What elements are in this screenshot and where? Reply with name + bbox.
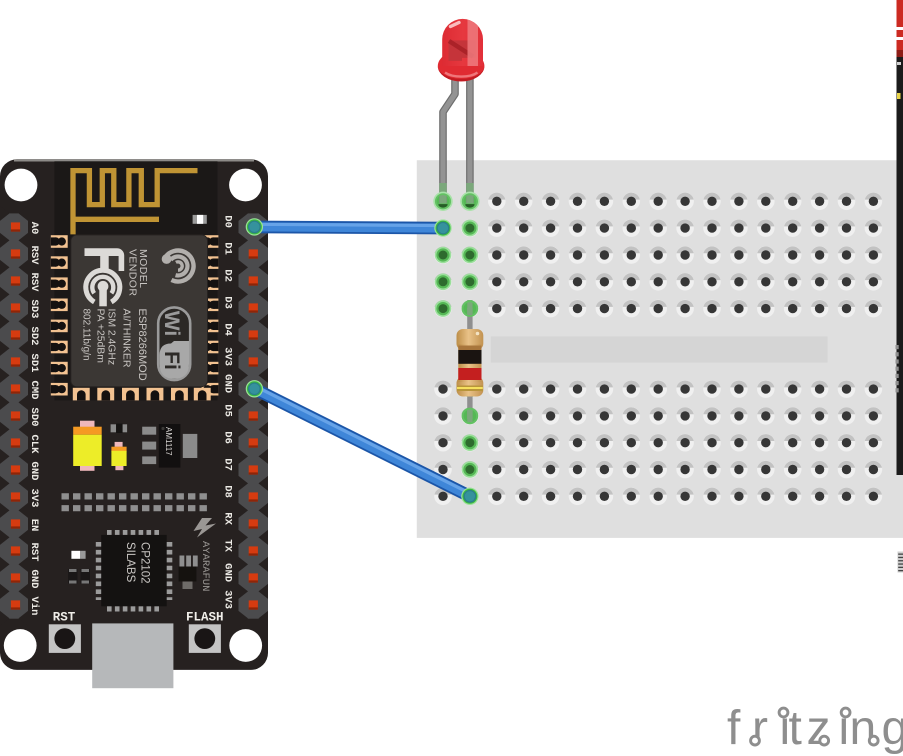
- svg-text:SD3: SD3: [28, 300, 40, 319]
- svg-text:MODEL: MODEL: [137, 249, 149, 288]
- svg-text:3V3: 3V3: [28, 489, 40, 508]
- svg-text:ESP8266MOD: ESP8266MOD: [136, 309, 148, 381]
- svg-text:AYARAFUN: AYARAFUN: [199, 541, 211, 591]
- svg-text:D6: D6: [221, 431, 233, 444]
- svg-text:D2: D2: [221, 269, 233, 282]
- svg-text:D5: D5: [221, 404, 233, 417]
- svg-text:RSV: RSV: [28, 273, 40, 293]
- svg-text:D4: D4: [221, 323, 233, 336]
- svg-text:3V3: 3V3: [221, 590, 233, 609]
- svg-text:RX: RX: [221, 512, 233, 525]
- svg-text:SD2: SD2: [28, 327, 40, 346]
- svg-text:FLASH: FLASH: [186, 611, 224, 625]
- svg-text:CMD: CMD: [28, 381, 40, 400]
- svg-text:3V3: 3V3: [221, 347, 233, 366]
- svg-text:GND: GND: [221, 374, 233, 393]
- svg-text:Fi: Fi: [160, 351, 183, 370]
- svg-text:TX: TX: [221, 539, 233, 552]
- svg-text:D8: D8: [221, 485, 233, 498]
- svg-text:CP2102: CP2102: [139, 542, 151, 584]
- svg-text:AI/THINKER: AI/THINKER: [121, 309, 133, 368]
- svg-text:GND: GND: [28, 570, 40, 589]
- svg-text:D0: D0: [221, 215, 233, 228]
- svg-text:PA +25dBm: PA +25dBm: [95, 309, 106, 363]
- svg-text:RST: RST: [28, 543, 40, 562]
- svg-text:SILABS: SILABS: [124, 542, 136, 583]
- svg-text:D1: D1: [221, 242, 233, 255]
- svg-text:RST: RST: [53, 611, 76, 625]
- svg-text:RSV: RSV: [28, 246, 40, 266]
- svg-text:D3: D3: [221, 296, 233, 309]
- svg-text:VENDOR: VENDOR: [127, 249, 139, 296]
- svg-text:D7: D7: [221, 458, 233, 471]
- svg-text:GND: GND: [28, 462, 40, 481]
- svg-text:EN: EN: [28, 519, 40, 532]
- svg-text:Wi: Wi: [160, 311, 183, 336]
- svg-text:ISM 2.4GHz: ISM 2.4GHz: [106, 309, 117, 366]
- svg-text:GND: GND: [221, 563, 233, 582]
- svg-text:SD1: SD1: [28, 354, 40, 373]
- svg-text:CLK: CLK: [28, 435, 40, 455]
- svg-text:AM1117: AM1117: [164, 427, 173, 456]
- svg-text:Vin: Vin: [28, 597, 40, 616]
- svg-text:A0: A0: [28, 222, 40, 235]
- svg-text:802.11b/g/n: 802.11b/g/n: [81, 309, 92, 361]
- svg-text:SD0: SD0: [28, 408, 40, 427]
